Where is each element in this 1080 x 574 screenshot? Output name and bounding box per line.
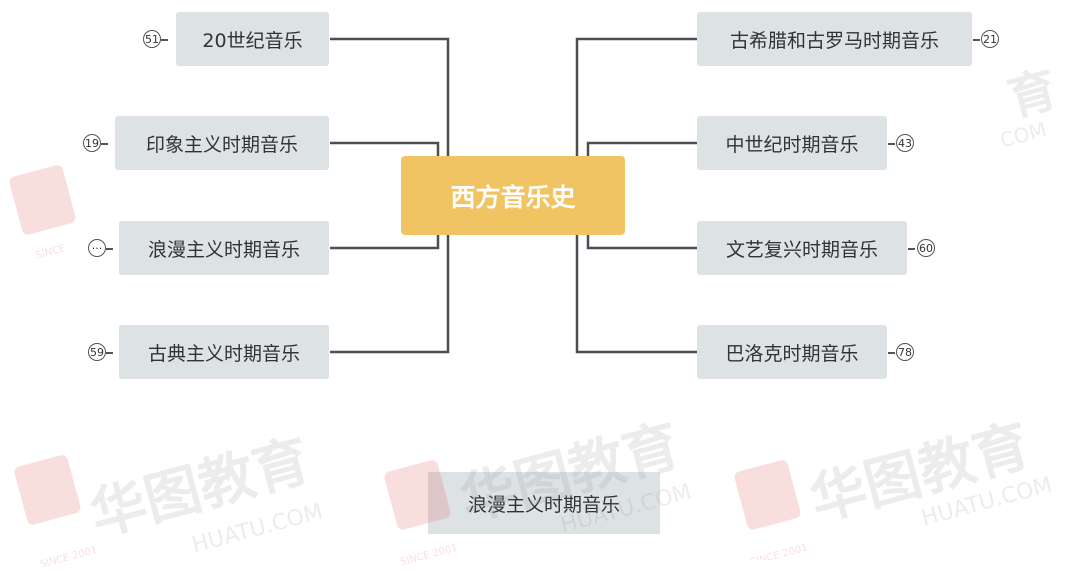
badge-value: 21 [983, 32, 997, 46]
badge-connector [106, 248, 113, 250]
badge-value: 78 [898, 345, 912, 359]
topic-renaissance-music[interactable]: 文艺复兴时期音乐 [697, 221, 907, 275]
count-badge[interactable]: 51 [143, 30, 161, 48]
topic-classical-music[interactable]: 古典主义时期音乐 [119, 325, 329, 379]
badge-connector [973, 39, 980, 41]
topic-label: 文艺复兴时期音乐 [725, 238, 878, 261]
badge-value: 43 [898, 136, 912, 150]
topic-label: 中世纪时期音乐 [725, 133, 859, 156]
topic-label: 古希腊和古罗马时期音乐 [729, 29, 939, 52]
right-branch-line-2 [586, 141, 697, 158]
badge-connector [888, 352, 895, 354]
badge-value: 60 [919, 241, 933, 255]
badge-connector [101, 143, 108, 145]
topic-medieval-music[interactable]: 中世纪时期音乐 [697, 116, 887, 170]
count-badge[interactable]: 78 [896, 343, 914, 361]
count-badge[interactable]: 43 [896, 134, 914, 152]
topic-impressionism-music[interactable]: 印象主义时期音乐 [115, 116, 329, 170]
collapse-badge[interactable]: ··· [88, 239, 106, 257]
badge-connector [908, 248, 915, 250]
right-branch-line-3 [586, 235, 697, 250]
badge-value: 19 [85, 136, 99, 150]
central-topic-label: 西方音乐史 [450, 182, 576, 212]
badge-value: ··· [91, 241, 103, 255]
count-badge[interactable]: 60 [917, 239, 935, 257]
central-topic[interactable]: 西方音乐史 [401, 156, 625, 235]
topic-20th-century-music[interactable]: 20世纪音乐 [176, 12, 329, 66]
left-branch-line-3 [330, 235, 440, 250]
topic-label: 浪漫主义时期音乐 [467, 493, 620, 516]
topic-label: 20世纪音乐 [202, 29, 303, 52]
badge-connector [888, 143, 895, 145]
floating-topic-drag-preview[interactable]: 浪漫主义时期音乐 [428, 472, 660, 534]
topic-ancient-greek-roman-music[interactable]: 古希腊和古罗马时期音乐 [697, 12, 972, 66]
topic-label: 印象主义时期音乐 [145, 133, 298, 156]
badge-connector [106, 352, 113, 354]
topic-baroque-music[interactable]: 巴洛克时期音乐 [697, 325, 887, 379]
topic-label: 浪漫主义时期音乐 [147, 238, 300, 261]
topic-romantic-music[interactable]: 浪漫主义时期音乐 [119, 221, 329, 275]
count-badge[interactable]: 21 [981, 30, 999, 48]
count-badge[interactable]: 19 [83, 134, 101, 152]
topic-label: 巴洛克时期音乐 [725, 342, 859, 365]
topic-label: 古典主义时期音乐 [147, 342, 300, 365]
badge-value: 51 [145, 32, 159, 46]
badge-connector [161, 39, 168, 41]
badge-value: 59 [90, 345, 104, 359]
count-badge[interactable]: 59 [88, 343, 106, 361]
left-branch-line-2 [330, 141, 440, 158]
